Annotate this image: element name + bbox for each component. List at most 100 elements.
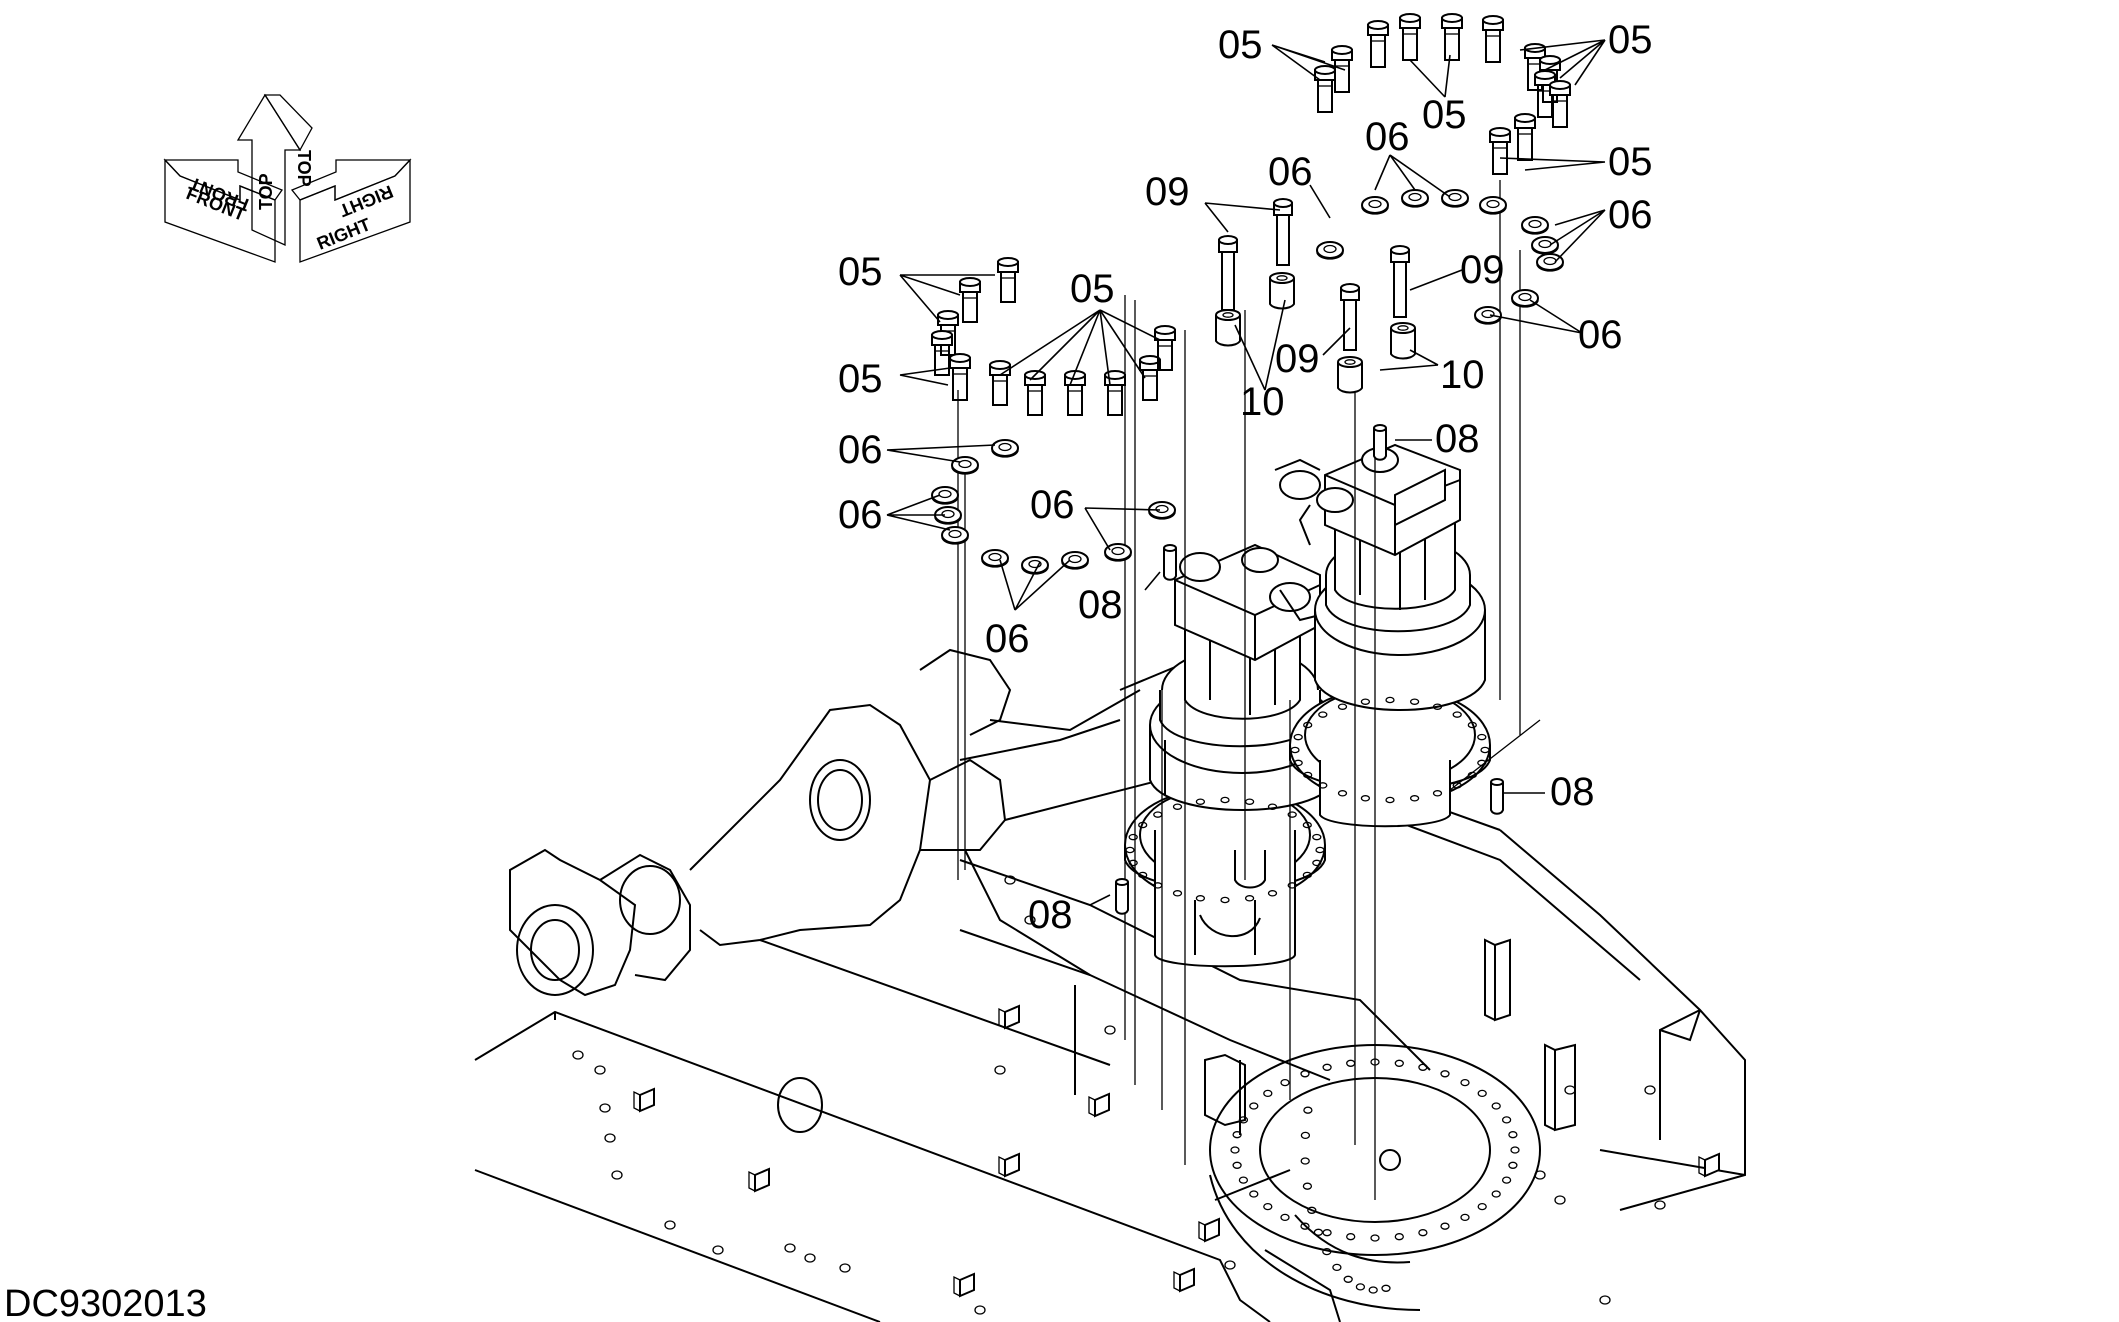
callout-06: 06 [1608, 193, 1653, 237]
flange-hole [1312, 833, 1322, 841]
callout-08: 08 [1435, 417, 1480, 461]
ring-hole [1418, 1063, 1428, 1071]
flange-hole [1138, 821, 1148, 829]
compass-label-top: TOP [256, 173, 276, 210]
callout-05: 05 [1218, 23, 1263, 67]
mounting-clip [953, 1272, 975, 1298]
flange-hole [1138, 871, 1148, 879]
bolt-05 [1024, 370, 1046, 416]
ring-hole [1343, 1275, 1353, 1283]
washer-06 [1479, 196, 1507, 215]
ring-hole [1368, 1286, 1378, 1294]
deck-hole [1644, 1085, 1656, 1095]
bolt-05 [1139, 355, 1161, 401]
washer-06 [934, 506, 962, 525]
washer-06 [1401, 189, 1429, 208]
drawing-code: DC9302013 [4, 1283, 207, 1322]
flange-hole [1477, 733, 1487, 741]
ring-hole [1300, 1222, 1310, 1230]
mounting-clip [998, 1152, 1020, 1178]
ring-hole [1440, 1070, 1450, 1078]
ring-hole [1322, 1247, 1332, 1256]
deck-hole [994, 1065, 1006, 1075]
upper-frame [474, 648, 1746, 1322]
flange-hole [1467, 721, 1477, 729]
ring-hole [1280, 1213, 1290, 1222]
washer-06 [1104, 543, 1132, 562]
washer-06 [1316, 241, 1344, 260]
deck-hole [974, 1305, 986, 1315]
callout-10: 10 [1240, 380, 1285, 424]
ring-hole [1249, 1102, 1259, 1110]
washer-06 [1521, 216, 1549, 235]
ring-hole [1313, 1228, 1324, 1236]
flange-hole [1480, 746, 1490, 754]
mounting-clip [998, 1004, 1020, 1030]
flange-hole [1337, 790, 1348, 797]
deck-hole [604, 1133, 616, 1143]
ring-hole [1332, 1263, 1342, 1272]
ring-hole [1394, 1059, 1404, 1067]
washer-06 [1361, 196, 1389, 215]
ring-hole [1346, 1059, 1356, 1067]
callout-06: 06 [985, 617, 1030, 661]
flange-hole [1315, 846, 1325, 854]
deck-hole [839, 1263, 851, 1273]
swing-motor-right [1274, 443, 1491, 828]
bolt-05 [1482, 15, 1504, 63]
swing-motor-left [1124, 543, 1336, 968]
spacer-10 [1269, 272, 1295, 310]
washer-06 [931, 486, 959, 505]
callout-06: 06 [838, 493, 883, 537]
bolt-05 [989, 360, 1011, 406]
flange-hole [1128, 833, 1138, 841]
deck-hole [664, 1220, 676, 1230]
deck-hole [1564, 1085, 1576, 1095]
pin-08 [1163, 544, 1177, 581]
ring-hole [1300, 1131, 1311, 1140]
deck-hole [784, 1243, 796, 1253]
bolt-05 [1399, 13, 1421, 61]
callout-09: 09 [1145, 170, 1190, 214]
deck-hole [1104, 1025, 1116, 1035]
bolt-05 [1534, 70, 1556, 118]
flange-hole [1337, 703, 1348, 710]
ring-hole [1263, 1089, 1273, 1098]
spacers-10 [1215, 272, 1416, 394]
deck-hole [1554, 1195, 1566, 1205]
ring-hole [1249, 1190, 1259, 1198]
washer-06 [951, 456, 979, 475]
flange-hole [1385, 696, 1395, 704]
deck-hole [1004, 875, 1016, 885]
deck-hole [1024, 915, 1036, 925]
callout-08: 08 [1028, 893, 1073, 937]
flange-hole [1290, 746, 1300, 754]
deck-hole [599, 1103, 611, 1113]
deck-hole [712, 1245, 724, 1255]
deck-hole [1599, 1295, 1611, 1305]
pins-08 [1115, 424, 1504, 915]
washer-06 [1441, 189, 1469, 208]
ring-hole [1232, 1161, 1242, 1169]
callout-06: 06 [1578, 313, 1623, 357]
bolt-05 [1064, 370, 1086, 416]
callout-06: 06 [1365, 115, 1410, 159]
washer-06 [991, 439, 1019, 458]
washer-06 [941, 526, 969, 545]
washer-06 [1021, 556, 1049, 575]
flange-hole [1318, 782, 1328, 789]
washers-06 [931, 189, 1564, 575]
ring-hole [1501, 1176, 1512, 1184]
ring-hole [1477, 1202, 1487, 1211]
bolt-09 [1390, 245, 1410, 318]
flange-hole [1303, 721, 1313, 729]
leader-lines [886, 39, 1606, 906]
ring-hole [1232, 1131, 1242, 1139]
callout-06: 06 [1030, 483, 1075, 527]
ring-hole [1440, 1222, 1450, 1230]
flange-hole [1172, 890, 1183, 897]
flange-hole [1302, 871, 1312, 879]
callout-06: 06 [1268, 150, 1313, 194]
callout-05: 05 [1070, 267, 1115, 311]
